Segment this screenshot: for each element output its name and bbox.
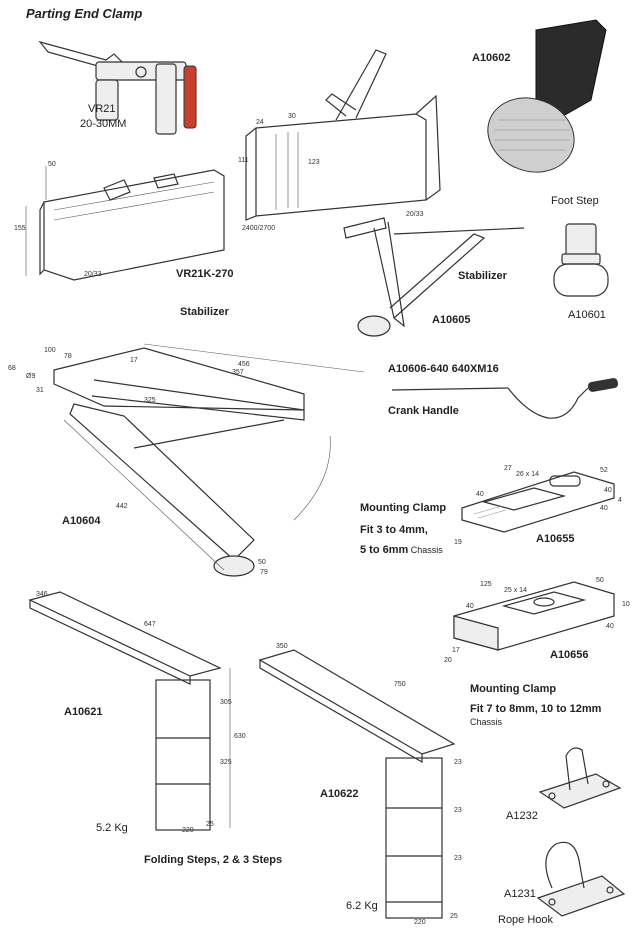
a10604-dim-17: 17 — [130, 357, 138, 364]
a10605-label: A10605 — [432, 314, 471, 326]
fit-1b-label: 5 to 6mm Chassis — [360, 544, 443, 556]
a10656-dim-40b: 40 — [606, 623, 614, 630]
vr21-label: VR21 — [88, 103, 116, 115]
a10622-dim-23a: 23 — [454, 759, 462, 766]
stab-dim-2400: 2400/2700 — [242, 225, 275, 232]
foot-step-label: Foot Step — [551, 195, 599, 207]
vr21-clamp-illustration — [38, 40, 197, 135]
a10621-dim-325: 325 — [220, 759, 232, 766]
a10656-drawing: 125 25 x 14 50 40 10 40 17 20 — [444, 577, 630, 664]
a10604-dim-442: 442 — [116, 503, 128, 510]
fit-1b-bold: 5 to 6mm — [360, 544, 409, 556]
fit-1a-label: Fit 3 to 4mm, — [360, 524, 428, 536]
a10622-dim-220: 220 — [414, 919, 426, 926]
a10604-dim-357: 357 — [232, 369, 244, 376]
a10656-dim-125: 125 — [480, 581, 492, 588]
vr21k-drawing: 50 155 20/33 — [14, 161, 225, 281]
stab-dim-24: 24 — [256, 119, 264, 126]
a10602-label: A10602 — [472, 52, 511, 64]
vr21k-label: VR21K-270 — [176, 268, 234, 280]
folding-steps-label: Folding Steps, 2 & 3 Steps — [144, 854, 283, 866]
a10622-drawing: 350 750 23 23 23 220 25 — [258, 643, 462, 926]
a10604-dim-50: 50 — [258, 559, 266, 566]
stab-dim-111: 111 — [238, 157, 249, 164]
a10621-dim-346: 346 — [36, 591, 48, 598]
a10656-dim-17: 17 — [452, 647, 460, 654]
a10604-dim-dia9: Ø9 — [26, 373, 35, 380]
latch-illustration — [553, 223, 609, 297]
fit-2-label: Fit 7 to 8mm, 10 to 12mm — [470, 703, 602, 715]
a10622-dim-23b: 23 — [454, 807, 462, 814]
a10604-dim-31: 31 — [36, 387, 44, 394]
stabilizer-jack-illustration — [343, 217, 525, 337]
foot-step-illustration — [487, 19, 607, 173]
stab-dim-30: 30 — [288, 113, 296, 120]
weight-1-label: 5.2 Kg — [96, 822, 128, 834]
rope-hook-label: Rope Hook — [498, 914, 554, 926]
a10604-dim-100: 100 — [44, 347, 56, 354]
a10622-dim-350: 350 — [276, 643, 288, 650]
a10604-dim-325: 325 — [144, 397, 156, 404]
a10621-label: A10621 — [64, 706, 103, 718]
a10621-dim-647: 647 — [144, 621, 156, 628]
rope-hook-a1232-illustration — [538, 747, 622, 809]
vr21k-dim-50: 50 — [48, 161, 56, 168]
stabilizer-left-label: Stabilizer — [180, 306, 229, 318]
a10655-dim-4: 4 — [618, 497, 622, 504]
fit-1b-small: Chassis — [408, 545, 443, 555]
a1231-label: A1231 — [504, 888, 536, 900]
a10656-dim-25x14: 25 x 14 — [504, 587, 527, 594]
a10656-dim-10: 10 — [622, 601, 630, 608]
a10656-dim-40a: 40 — [466, 603, 474, 610]
a10604-dim-79: 79 — [260, 569, 268, 576]
stabilizer-drawing: 24 30 111 123 20/33 2400/2700 — [238, 49, 441, 232]
a10601-label: A10601 — [568, 309, 606, 321]
a10622-label: A10622 — [320, 788, 359, 800]
a10604-dim-78: 78 — [64, 353, 72, 360]
a10604-label: A10604 — [62, 515, 101, 527]
a10656-dim-50: 50 — [596, 577, 604, 584]
a10656-dim-20: 20 — [444, 657, 452, 664]
rope-hook-a1231-illustration — [536, 841, 626, 917]
vr21k-dim-2033: 20/33 — [84, 271, 102, 278]
a10655-dim-52: 52 — [600, 467, 608, 474]
a10621-dim-305: 305 — [220, 699, 232, 706]
a10655-dim-40b: 40 — [604, 487, 612, 494]
a10621-drawing: 346 647 305 630 325 220 25 — [28, 591, 246, 834]
a10622-dim-25: 25 — [450, 913, 458, 920]
stabilizer-center-label: Stabilizer — [458, 270, 507, 282]
page-title: Parting End Clamp — [26, 6, 143, 21]
stab-dim-123: 123 — [308, 159, 320, 166]
chassis-2-label: Chassis — [470, 717, 503, 727]
vr21k-dim-155: 155 — [14, 225, 26, 232]
a10655-label: A10655 — [536, 533, 575, 545]
a10621-dim-630: 630 — [234, 733, 246, 740]
vr21-range-label: 20-30MM — [80, 118, 127, 130]
mounting-clamp-2-label: Mounting Clamp — [470, 683, 557, 695]
crank-handle-label: Crank Handle — [388, 405, 459, 417]
a10622-dim-23c: 23 — [454, 855, 462, 862]
a10656-label: A10656 — [550, 649, 589, 661]
a10622-dim-750: 750 — [394, 681, 406, 688]
a10604-dim-68: 68 — [8, 365, 16, 372]
a10655-dim-19: 19 — [454, 539, 462, 546]
a10621-dim-220: 220 — [182, 827, 194, 834]
a10604-dim-456: 456 — [238, 361, 250, 368]
a10606-label: A10606-640 640XM16 — [388, 363, 499, 375]
crank-handle-illustration — [391, 378, 619, 419]
a10655-dim-40a: 40 — [476, 491, 484, 498]
a1232-label: A1232 — [506, 810, 538, 822]
stab-dim-2033: 20/33 — [406, 211, 424, 218]
mounting-clamp-1-label: Mounting Clamp — [360, 502, 447, 514]
weight-2-label: 6.2 Kg — [346, 900, 378, 912]
a10621-dim-25: 25 — [206, 821, 214, 828]
a10655-dim-40c: 40 — [600, 505, 608, 512]
a10604-drawing: 100 78 17 456 357 68 Ø9 31 325 442 50 79 — [8, 343, 365, 577]
a10655-dim-27: 27 — [504, 465, 512, 472]
a10655-drawing: 27 26 x 14 52 40 40 4 40 19 — [454, 465, 622, 546]
a10655-dim-26x14: 26 x 14 — [516, 471, 539, 478]
